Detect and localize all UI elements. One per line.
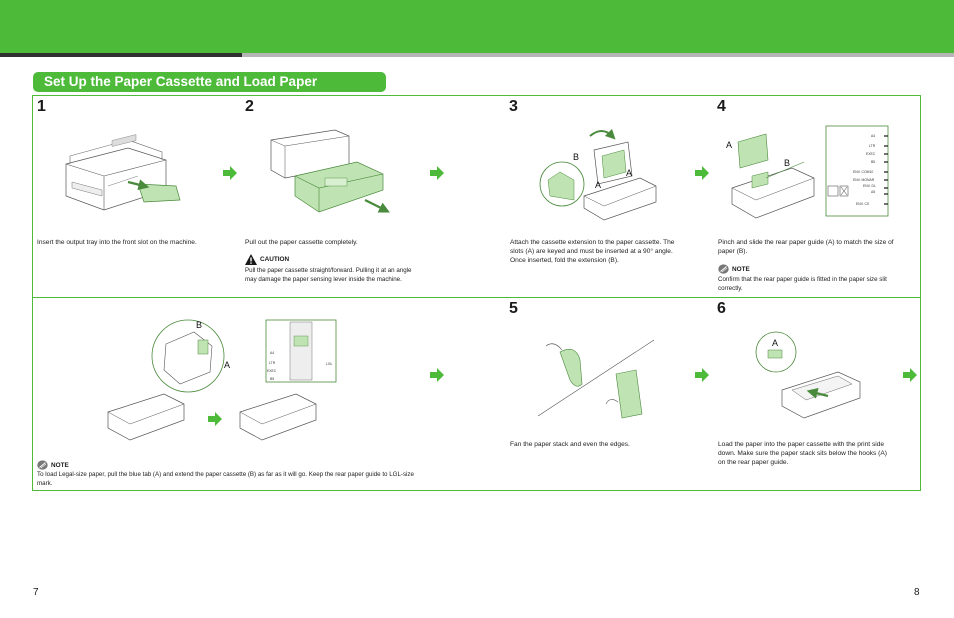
step-4-note-label-row: NOTE (718, 264, 750, 274)
step-4-note-text: Confirm that the rear paper guide is fit… (718, 276, 887, 292)
warning-triangle-icon (245, 254, 257, 265)
arrow-right-icon (430, 368, 444, 382)
size-mark-a5: A5 (871, 190, 875, 194)
arrow-right-icon (208, 412, 222, 426)
legal-callout-b: B (196, 320, 202, 330)
section-title: Set Up the Paper Cassette and Load Paper (33, 72, 386, 92)
step-3-number: 3 (509, 98, 518, 115)
step-3-callout-a2: A (626, 168, 632, 178)
size-mark-monar: ENV. MONAR (853, 178, 875, 182)
step-6-text: Load the paper into the paper cassette w… (718, 441, 887, 467)
arrow-right-icon (695, 368, 709, 382)
legal-callout-a: A (224, 360, 230, 370)
size-mark-c5: ENV. C5 (856, 202, 869, 206)
legal-size-a4: A4 (270, 351, 274, 355)
header-bar (0, 0, 954, 53)
arrow-right-icon (430, 166, 444, 180)
note-pencil-icon (37, 460, 48, 470)
step-4-callout-a: A (726, 140, 732, 150)
step-4-text: Pinch and slide the rear paper guide (A)… (718, 239, 894, 256)
header-rule-dark (0, 53, 242, 57)
legal-size-ltr: LTR (269, 361, 276, 365)
step-4-illustration: A4 LTR EXEC B5 ENV. COM10 ENV. MONAR ENV… (726, 125, 889, 219)
size-mark-b5: B5 (871, 160, 875, 164)
size-mark-a4: A4 (871, 134, 875, 138)
step-1-number: 1 (37, 98, 46, 115)
step-3-text: Attach the cassette extension to the pap… (510, 239, 675, 265)
legal-note-label: NOTE (51, 461, 69, 469)
size-mark-ltr: LTR (869, 144, 876, 148)
step-5-text: Fan the paper stack and even the edges. (510, 441, 630, 448)
legal-illustration: A4 LTR EXEC B5 LGL B A (107, 319, 337, 441)
arrow-right-icon (223, 166, 237, 180)
arrow-right-icon (903, 368, 917, 382)
step-6-number: 6 (717, 300, 726, 317)
step-5-illustration (537, 339, 655, 419)
legal-size-lgl: LGL (326, 362, 333, 366)
step-4-note-label: NOTE (732, 265, 750, 273)
row-divider (33, 297, 920, 298)
step-6-illustration: A (755, 331, 861, 419)
steps-frame (32, 95, 921, 491)
legal-size-b5: B5 (270, 377, 274, 381)
step-2-number: 2 (245, 98, 254, 115)
step-1-text: Insert the output tray into the front sl… (37, 239, 197, 246)
page-number-right: 8 (914, 587, 920, 598)
legal-note-label-row: NOTE (37, 460, 69, 470)
header-rule-light (242, 53, 954, 57)
size-mark-dl: ENV. DL (863, 184, 876, 188)
step-5-number: 5 (509, 300, 518, 317)
step-3-callout-b: B (573, 152, 579, 162)
size-mark-exec: EXEC (866, 152, 876, 156)
step-4-callout-b: B (784, 158, 790, 168)
step-2-text: Pull out the paper cassette completely. (245, 239, 358, 246)
caution-label: CAUTION (260, 256, 290, 263)
caution-text: Pull the paper cassette straight/forward… (245, 267, 412, 283)
caution-label-row: CAUTION (245, 254, 289, 265)
legal-note-text: To load Legal-size paper, pull the blue … (37, 471, 414, 487)
step-2-illustration (270, 129, 390, 213)
arrow-right-icon (695, 166, 709, 180)
size-mark-com10: ENV. COM10 (853, 170, 873, 174)
note-pencil-icon (718, 264, 729, 274)
step-1-illustration (65, 134, 181, 211)
legal-size-exec: EXEC (267, 369, 277, 373)
step-3-illustration: B A A (539, 128, 657, 221)
step-3-callout-a1: A (595, 180, 601, 190)
step-4-number: 4 (717, 98, 726, 115)
page-number-left: 7 (33, 587, 39, 598)
step-6-callout-a: A (772, 338, 778, 348)
